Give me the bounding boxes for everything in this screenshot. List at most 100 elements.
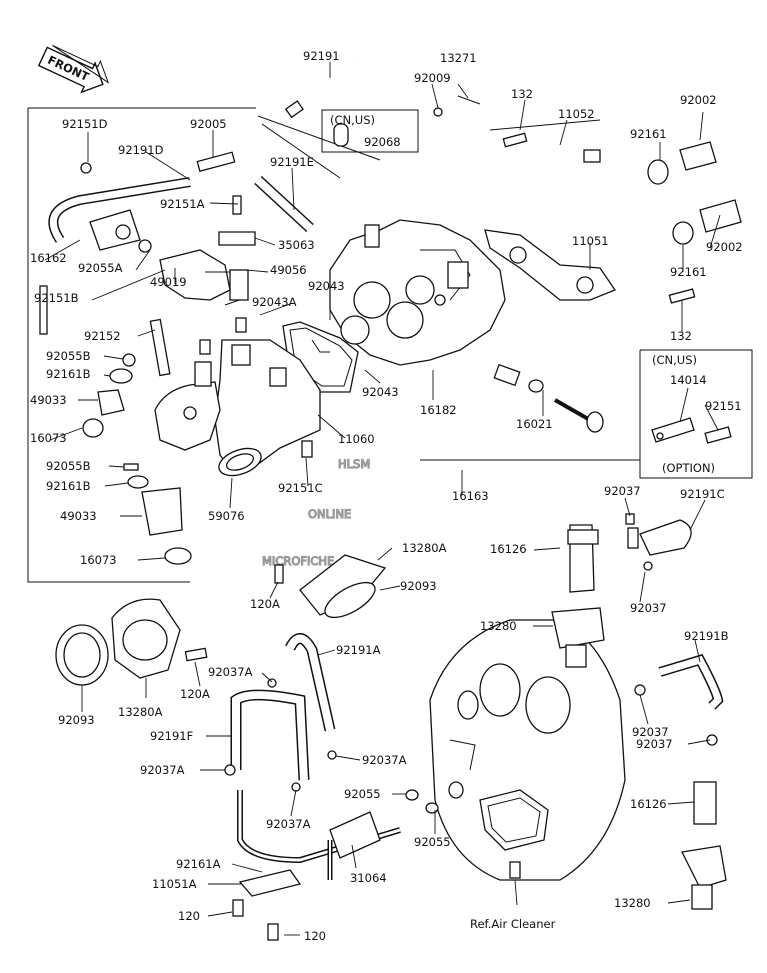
label-11052: 11052 bbox=[558, 107, 595, 121]
label-92037A-a: 92037A bbox=[208, 665, 253, 679]
label-120A-a: 120A bbox=[250, 597, 280, 611]
label-49056: 49056 bbox=[270, 263, 307, 277]
label-132-mid: 132 bbox=[670, 329, 692, 343]
pressure-regulator bbox=[89, 209, 249, 306]
watermark-line-3: MICROFICHE bbox=[262, 554, 334, 568]
label-92002-mid: 92002 bbox=[706, 240, 743, 254]
label-92191C: 92191C bbox=[680, 487, 725, 501]
label-13280A-a: 13280A bbox=[402, 541, 447, 555]
bracket-11051A bbox=[232, 869, 302, 941]
label-92151C: 92151C bbox=[278, 481, 323, 495]
label-92009: 92009 bbox=[414, 71, 451, 85]
label-35063: 35063 bbox=[278, 238, 315, 252]
label-92191E: 92191E bbox=[270, 155, 314, 169]
label-92161B-b: 92161B bbox=[46, 479, 91, 493]
label-92055B-b: 92055B bbox=[46, 459, 91, 473]
label-92191B: 92191B bbox=[684, 629, 729, 643]
hose-92191E bbox=[254, 175, 314, 233]
label-16162: 16162 bbox=[30, 251, 67, 265]
label-92151A: 92151A bbox=[160, 197, 205, 211]
label-16126-b: 16126 bbox=[630, 797, 667, 811]
label-49033-b: 49033 bbox=[60, 509, 97, 523]
label-16021: 16021 bbox=[516, 417, 553, 431]
label-31064: 31064 bbox=[350, 871, 387, 885]
label-92191: 92191 bbox=[303, 49, 340, 63]
label-49019: 49019 bbox=[150, 275, 187, 289]
watermark-line-2: ONLINE bbox=[308, 507, 351, 521]
watermark-line-1: HLSM bbox=[338, 457, 370, 471]
label-16126-a: 16126 bbox=[490, 542, 527, 556]
label-132-top: 132 bbox=[511, 87, 533, 101]
label-13280-b: 13280 bbox=[614, 896, 651, 910]
label-92002-top: 92002 bbox=[680, 93, 717, 107]
hose-92191D bbox=[48, 177, 191, 243]
idle-screw bbox=[493, 363, 604, 433]
fitting-92005 bbox=[196, 151, 236, 173]
part-labels: 92191 13271 92009 132 92002 92151D 92005… bbox=[30, 49, 743, 943]
throttle-body bbox=[329, 219, 506, 366]
note-option: (OPTION) bbox=[662, 461, 715, 475]
label-92161-mid: 92161 bbox=[670, 265, 707, 279]
label-92037-d: 92037 bbox=[636, 737, 673, 751]
label-49033-a: 49033 bbox=[30, 393, 67, 407]
label-92191A: 92191A bbox=[336, 643, 381, 657]
label-92055B-a: 92055B bbox=[46, 349, 91, 363]
bracket-11051 bbox=[484, 143, 641, 301]
option-bracket bbox=[651, 417, 732, 444]
label-92043-mid: 92043 bbox=[362, 385, 399, 399]
hose-92191 bbox=[284, 59, 357, 119]
small-parts-left bbox=[39, 162, 313, 584]
sensors-right bbox=[551, 513, 727, 910]
option-box: (CN,US) (OPTION) bbox=[652, 353, 715, 475]
label-13280A-b: 13280A bbox=[118, 705, 163, 719]
right-bolts bbox=[433, 95, 742, 304]
label-92055A: 92055A bbox=[78, 261, 123, 275]
label-92152: 92152 bbox=[84, 329, 121, 343]
label-92151B: 92151B bbox=[34, 291, 79, 305]
label-92037A-c: 92037A bbox=[362, 753, 407, 767]
label-92055-a: 92055 bbox=[344, 787, 381, 801]
label-92043A: 92043A bbox=[252, 295, 297, 309]
label-92161-top: 92161 bbox=[630, 127, 667, 141]
label-92151: 92151 bbox=[705, 399, 742, 413]
air-cleaner-base bbox=[405, 619, 626, 881]
label-92161B-a: 92161B bbox=[46, 367, 91, 381]
label-92037-b: 92037 bbox=[630, 601, 667, 615]
label-92037-a: 92037 bbox=[604, 484, 641, 498]
label-92043-top: 92043 bbox=[308, 279, 345, 293]
label-92093-a: 92093 bbox=[400, 579, 437, 593]
label-16073-b: 16073 bbox=[80, 553, 117, 567]
lower-hoses bbox=[224, 633, 401, 880]
leader-lines bbox=[44, 62, 721, 936]
front-arrow-icon: FRONT bbox=[37, 45, 110, 94]
label-120-a: 120 bbox=[178, 909, 200, 923]
label-11051: 11051 bbox=[572, 234, 609, 248]
label-92005: 92005 bbox=[190, 117, 227, 131]
label-92037A-b: 92037A bbox=[140, 763, 185, 777]
label-92093-b: 92093 bbox=[58, 713, 95, 727]
label-92151D: 92151D bbox=[62, 117, 108, 131]
label-92068: 92068 bbox=[364, 135, 401, 149]
watermark: HLSM ONLINE MICROFICHE bbox=[261, 456, 370, 568]
label-92037-c: 92037 bbox=[632, 725, 669, 739]
label-92191F: 92191F bbox=[150, 729, 193, 743]
fuel-rail bbox=[149, 318, 221, 451]
cap-92068 bbox=[333, 123, 349, 147]
label-59076: 59076 bbox=[208, 509, 245, 523]
label-120A-b: 120A bbox=[180, 687, 210, 701]
label-11060: 11060 bbox=[338, 432, 375, 446]
label-16073-a: 16073 bbox=[30, 431, 67, 445]
label-92055-b: 92055 bbox=[414, 835, 451, 849]
label-16163: 16163 bbox=[452, 489, 489, 503]
label-13280-a: 13280 bbox=[480, 619, 517, 633]
note-cn-us-2: (CN,US) bbox=[652, 353, 697, 367]
label-14014: 14014 bbox=[670, 373, 707, 387]
label-92161A: 92161A bbox=[176, 857, 221, 871]
label-13271: 13271 bbox=[440, 51, 477, 65]
label-92191D: 92191D bbox=[118, 143, 164, 157]
label-16182: 16182 bbox=[420, 403, 457, 417]
label-11051A: 11051A bbox=[152, 877, 197, 891]
label-ref-air-cleaner: Ref.Air Cleaner bbox=[470, 917, 556, 931]
